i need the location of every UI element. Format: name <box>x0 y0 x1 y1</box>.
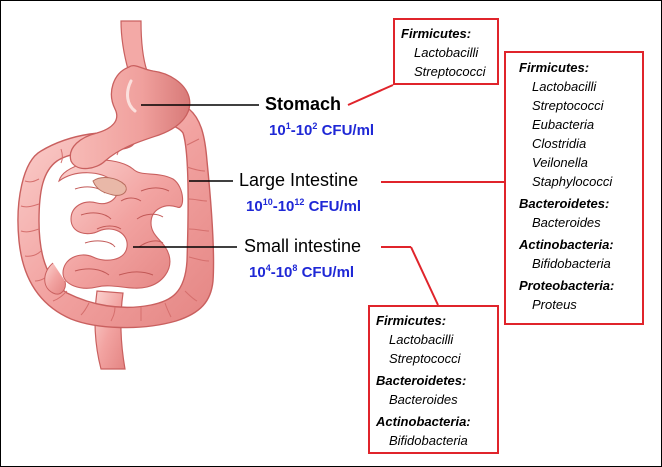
phylum-name: Firmicutes: <box>376 313 447 328</box>
cfu-unit: CFU/ml <box>308 198 362 215</box>
genus-name: Streptococci <box>532 98 604 113</box>
genus-name: Eubacteria <box>532 117 595 132</box>
cfu-base: 10 <box>295 122 313 139</box>
cfu-base: 10 <box>246 198 263 215</box>
cfu-exponent: 4 <box>265 263 271 273</box>
cfu-base: 10 <box>269 122 286 139</box>
cfu-unit: CFU/ml <box>321 122 375 139</box>
cfu-base: 10 <box>275 264 293 281</box>
pointer-lines <box>133 104 259 248</box>
genus-name: Clostridia <box>532 136 587 151</box>
phylum-name: Firmicutes: <box>401 26 472 41</box>
genus-name: Lactobacilli <box>414 45 479 60</box>
cfu-unit: CFU/ml <box>301 264 355 281</box>
caecum-shape <box>44 262 66 295</box>
cfu-exponent: 8 <box>292 263 298 273</box>
phylum-group: Proteobacteria: Proteus <box>519 276 636 314</box>
stomach-cfu: 101-102 CFU/ml <box>269 121 375 139</box>
phylum-group: Bacteroidetes: Bacteroides <box>376 371 491 409</box>
phylum-name: Actinobacteria: <box>376 414 471 429</box>
genus-name: Veilonella <box>532 155 588 170</box>
phylum-name: Actinobacteria: <box>519 237 614 252</box>
cfu-base: 10 <box>249 264 266 281</box>
genus-name: Bacteroides <box>532 215 601 230</box>
genus-name: Streptococci <box>414 64 486 79</box>
cfu-base: 10 <box>277 198 295 215</box>
small-intestine-coils <box>58 159 184 289</box>
phylum-name: Firmicutes: <box>519 60 590 75</box>
stomach-connector <box>347 84 394 106</box>
phylum-group: Actinobacteria: Bifidobacteria <box>519 235 636 273</box>
stomach-shape <box>69 65 191 170</box>
cfu-exponent: 1 <box>285 121 291 131</box>
genus-name: Lactobacilli <box>389 332 454 347</box>
genus-name: Bifidobacteria <box>389 433 468 448</box>
small-intestine-label: Small intestine <box>244 236 362 256</box>
large-intestine-label: Large Intestine <box>239 170 359 190</box>
genus-name: Streptococci <box>389 351 461 366</box>
genus-name: Staphylococci <box>532 174 613 189</box>
connector-lines <box>347 84 504 306</box>
stomach-label: Stomach <box>265 94 342 114</box>
small-intestine-cfu: 104-108 CFU/ml <box>249 263 355 281</box>
phylum-group: Actinobacteria: Bifidobacteria <box>376 412 491 450</box>
phylum-name: Bacteroidetes: <box>519 196 610 211</box>
phylum-group: Bacteroidetes: Bacteroides <box>519 194 636 232</box>
cfu-exponent: 10 <box>262 197 273 207</box>
large-intestine-cfu: 1010-1012 CFU/ml <box>246 197 362 215</box>
phylum-name: Bacteroidetes: <box>376 373 467 388</box>
genus-name: Bifidobacteria <box>532 256 611 271</box>
phylum-name: Proteobacteria: <box>519 278 615 293</box>
genus-name: Proteus <box>532 297 577 312</box>
duodenum-shape <box>92 177 127 196</box>
cfu-exponent: 2 <box>312 121 318 131</box>
small-intestine-connector-diag <box>410 246 439 306</box>
rectum-shape <box>94 290 126 370</box>
cfu-exponent: 12 <box>294 197 305 207</box>
genus-name: Bacteroides <box>389 392 458 407</box>
stomach-highlight <box>126 79 137 113</box>
genus-name: Lactobacilli <box>532 79 597 94</box>
